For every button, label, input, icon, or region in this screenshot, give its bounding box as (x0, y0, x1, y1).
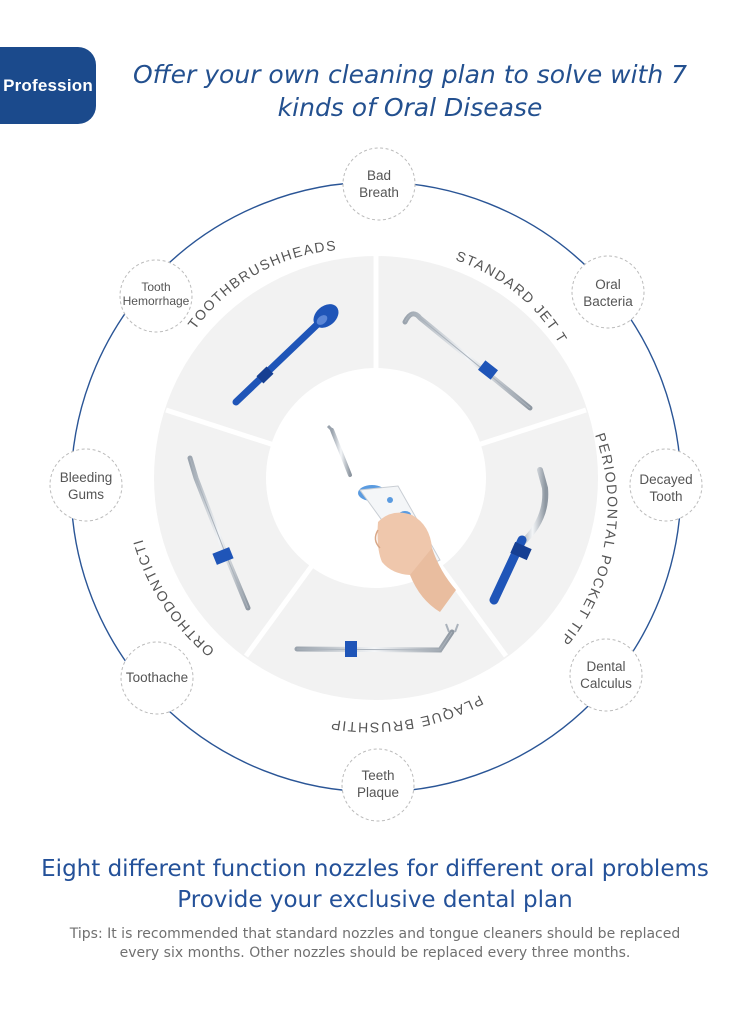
orthodontic-tip-illustration (187, 455, 251, 611)
profession-badge: Profession (0, 47, 96, 124)
disease-decayed-tooth: Decayed Tooth (629, 448, 703, 522)
disease-bleeding-gums: Bleeding Gums (49, 448, 123, 522)
svg-text:Oral: Oral (595, 277, 621, 292)
svg-text:Teeth: Teeth (361, 768, 394, 783)
subheading-line-1: Eight different function nozzles for dif… (41, 856, 709, 882)
svg-text:Tooth: Tooth (649, 489, 682, 504)
svg-text:Tooth: Tooth (141, 280, 170, 294)
svg-text:Plaque: Plaque (357, 785, 399, 800)
disease-tooth-hemorrhage: Tooth Hemorrhage (119, 259, 193, 333)
svg-text:Decayed: Decayed (639, 472, 692, 487)
disease-oral-bacteria: Oral Bacteria (571, 255, 645, 329)
svg-text:Hemorrhage: Hemorrhage (123, 294, 190, 308)
disease-toothache: Toothache (120, 641, 194, 715)
center-hub (266, 368, 486, 588)
hand-holding-irrigator-illustration (326, 424, 456, 612)
disease-teeth-plaque: Teeth Plaque (341, 748, 415, 822)
page-headline: Offer your own cleaning plan to solve wi… (110, 58, 710, 124)
toothbrushhead-nozzle-illustration (232, 304, 339, 406)
svg-text:Breath: Breath (359, 185, 399, 200)
tips-text: Tips: It is recommended that standard no… (30, 925, 720, 963)
subheading-line-2: Provide your exclusive dental plan (177, 887, 573, 913)
headline-line-2: kinds of Oral Disease (277, 93, 543, 122)
svg-text:Bad: Bad (367, 168, 391, 183)
disease-dental-calculus: Dental Calculus (569, 638, 643, 712)
svg-text:Bacteria: Bacteria (583, 294, 633, 309)
label-plaque-brushtip: PLAQUE BRUSHTIP (329, 692, 486, 735)
standard-jet-tip-illustration (402, 311, 533, 411)
disease-bad-breath: Bad Breath (342, 147, 416, 221)
badge-label: Profession (3, 75, 93, 95)
tips-line-1: Tips: It is recommended that standard no… (69, 926, 681, 942)
svg-text:Calculus: Calculus (580, 676, 632, 691)
tips-line-2: every six months. Other nozzles should b… (119, 945, 631, 961)
headline-line-1: Offer your own cleaning plan to solve wi… (132, 60, 688, 89)
svg-text:Dental: Dental (586, 659, 625, 674)
plaque-brushtip-illustration (294, 623, 459, 657)
nozzle-wheel-diagram: TOOTHBRUSHHEADS STANDARD JET TIP PERIODO… (0, 140, 703, 822)
svg-text:Toothache: Toothache (126, 670, 188, 685)
svg-text:Bleeding: Bleeding (60, 470, 113, 485)
svg-text:Gums: Gums (68, 487, 104, 502)
periodontal-pocket-tip-illustration (489, 467, 549, 605)
